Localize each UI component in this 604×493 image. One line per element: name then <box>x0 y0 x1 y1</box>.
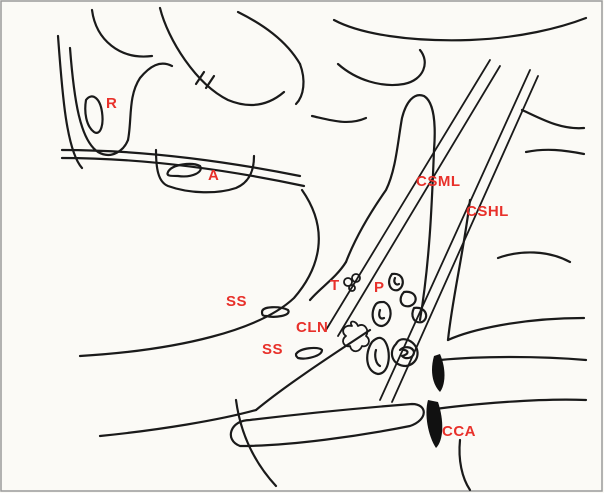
label-cln: CLN <box>296 319 328 336</box>
neck-outline <box>80 95 435 436</box>
labels: R A CSML CSHL T P SS CLN SS CCA <box>106 95 509 440</box>
label-cca: CCA <box>442 423 476 440</box>
upper-right-contours <box>312 18 586 154</box>
structure-r <box>85 96 102 132</box>
cranial-outline <box>58 8 303 168</box>
skull-base <box>62 150 304 192</box>
label-csml: CSML <box>416 173 461 190</box>
label-a: A <box>208 167 219 184</box>
label-ss-lower: SS <box>262 341 283 358</box>
label-ss-upper: SS <box>226 293 247 310</box>
label-cshl: CSHL <box>466 203 509 220</box>
lower-structure <box>231 400 424 486</box>
label-t: T <box>330 277 340 294</box>
label-p: P <box>374 279 385 296</box>
label-r: R <box>106 95 117 112</box>
